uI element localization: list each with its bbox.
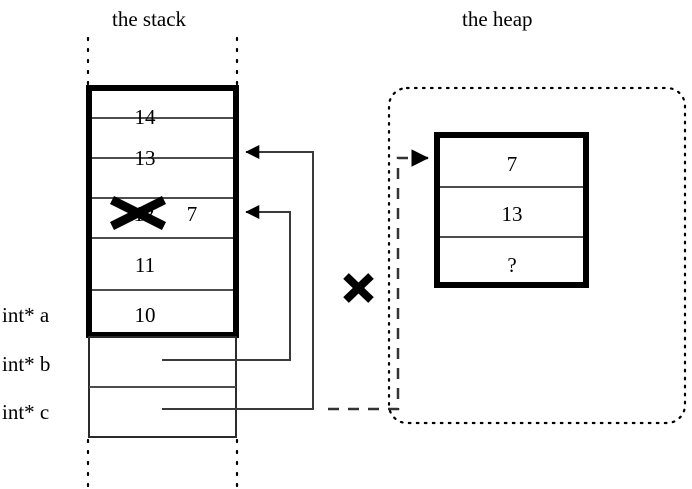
invalid-pointer-x-icon <box>343 273 374 303</box>
strikethrough-x-icon <box>109 195 167 231</box>
pointer-label-c: int* c <box>2 400 49 424</box>
connector-c-to-stack-cell <box>162 145 314 410</box>
heap-boundary <box>387 86 687 425</box>
pointer-label-a: int* a <box>2 303 50 327</box>
pointer-label-b: int* b <box>2 352 50 376</box>
stack-title: the stack <box>112 7 187 31</box>
stack-cell-12-new-value: 7 <box>187 202 198 226</box>
stack-cell-14-value: 14 <box>135 105 157 129</box>
connector-b-to-stack-cell <box>162 205 291 361</box>
stack-cell-11-value: 11 <box>135 253 155 277</box>
connector-stale-to-heap <box>328 149 429 411</box>
stack-allocated-frame <box>86 85 239 338</box>
stack-cell-13-value: 13 <box>135 146 156 170</box>
heap-cell-7-value: 7 <box>507 152 518 176</box>
heap-title: the heap <box>462 7 533 31</box>
heap-cell-13-value: 13 <box>502 202 523 226</box>
heap-allocated-frame <box>434 132 589 288</box>
stack-cell-10-value: 10 <box>135 303 156 327</box>
heap-cell-unknown-value: ? <box>507 253 516 277</box>
